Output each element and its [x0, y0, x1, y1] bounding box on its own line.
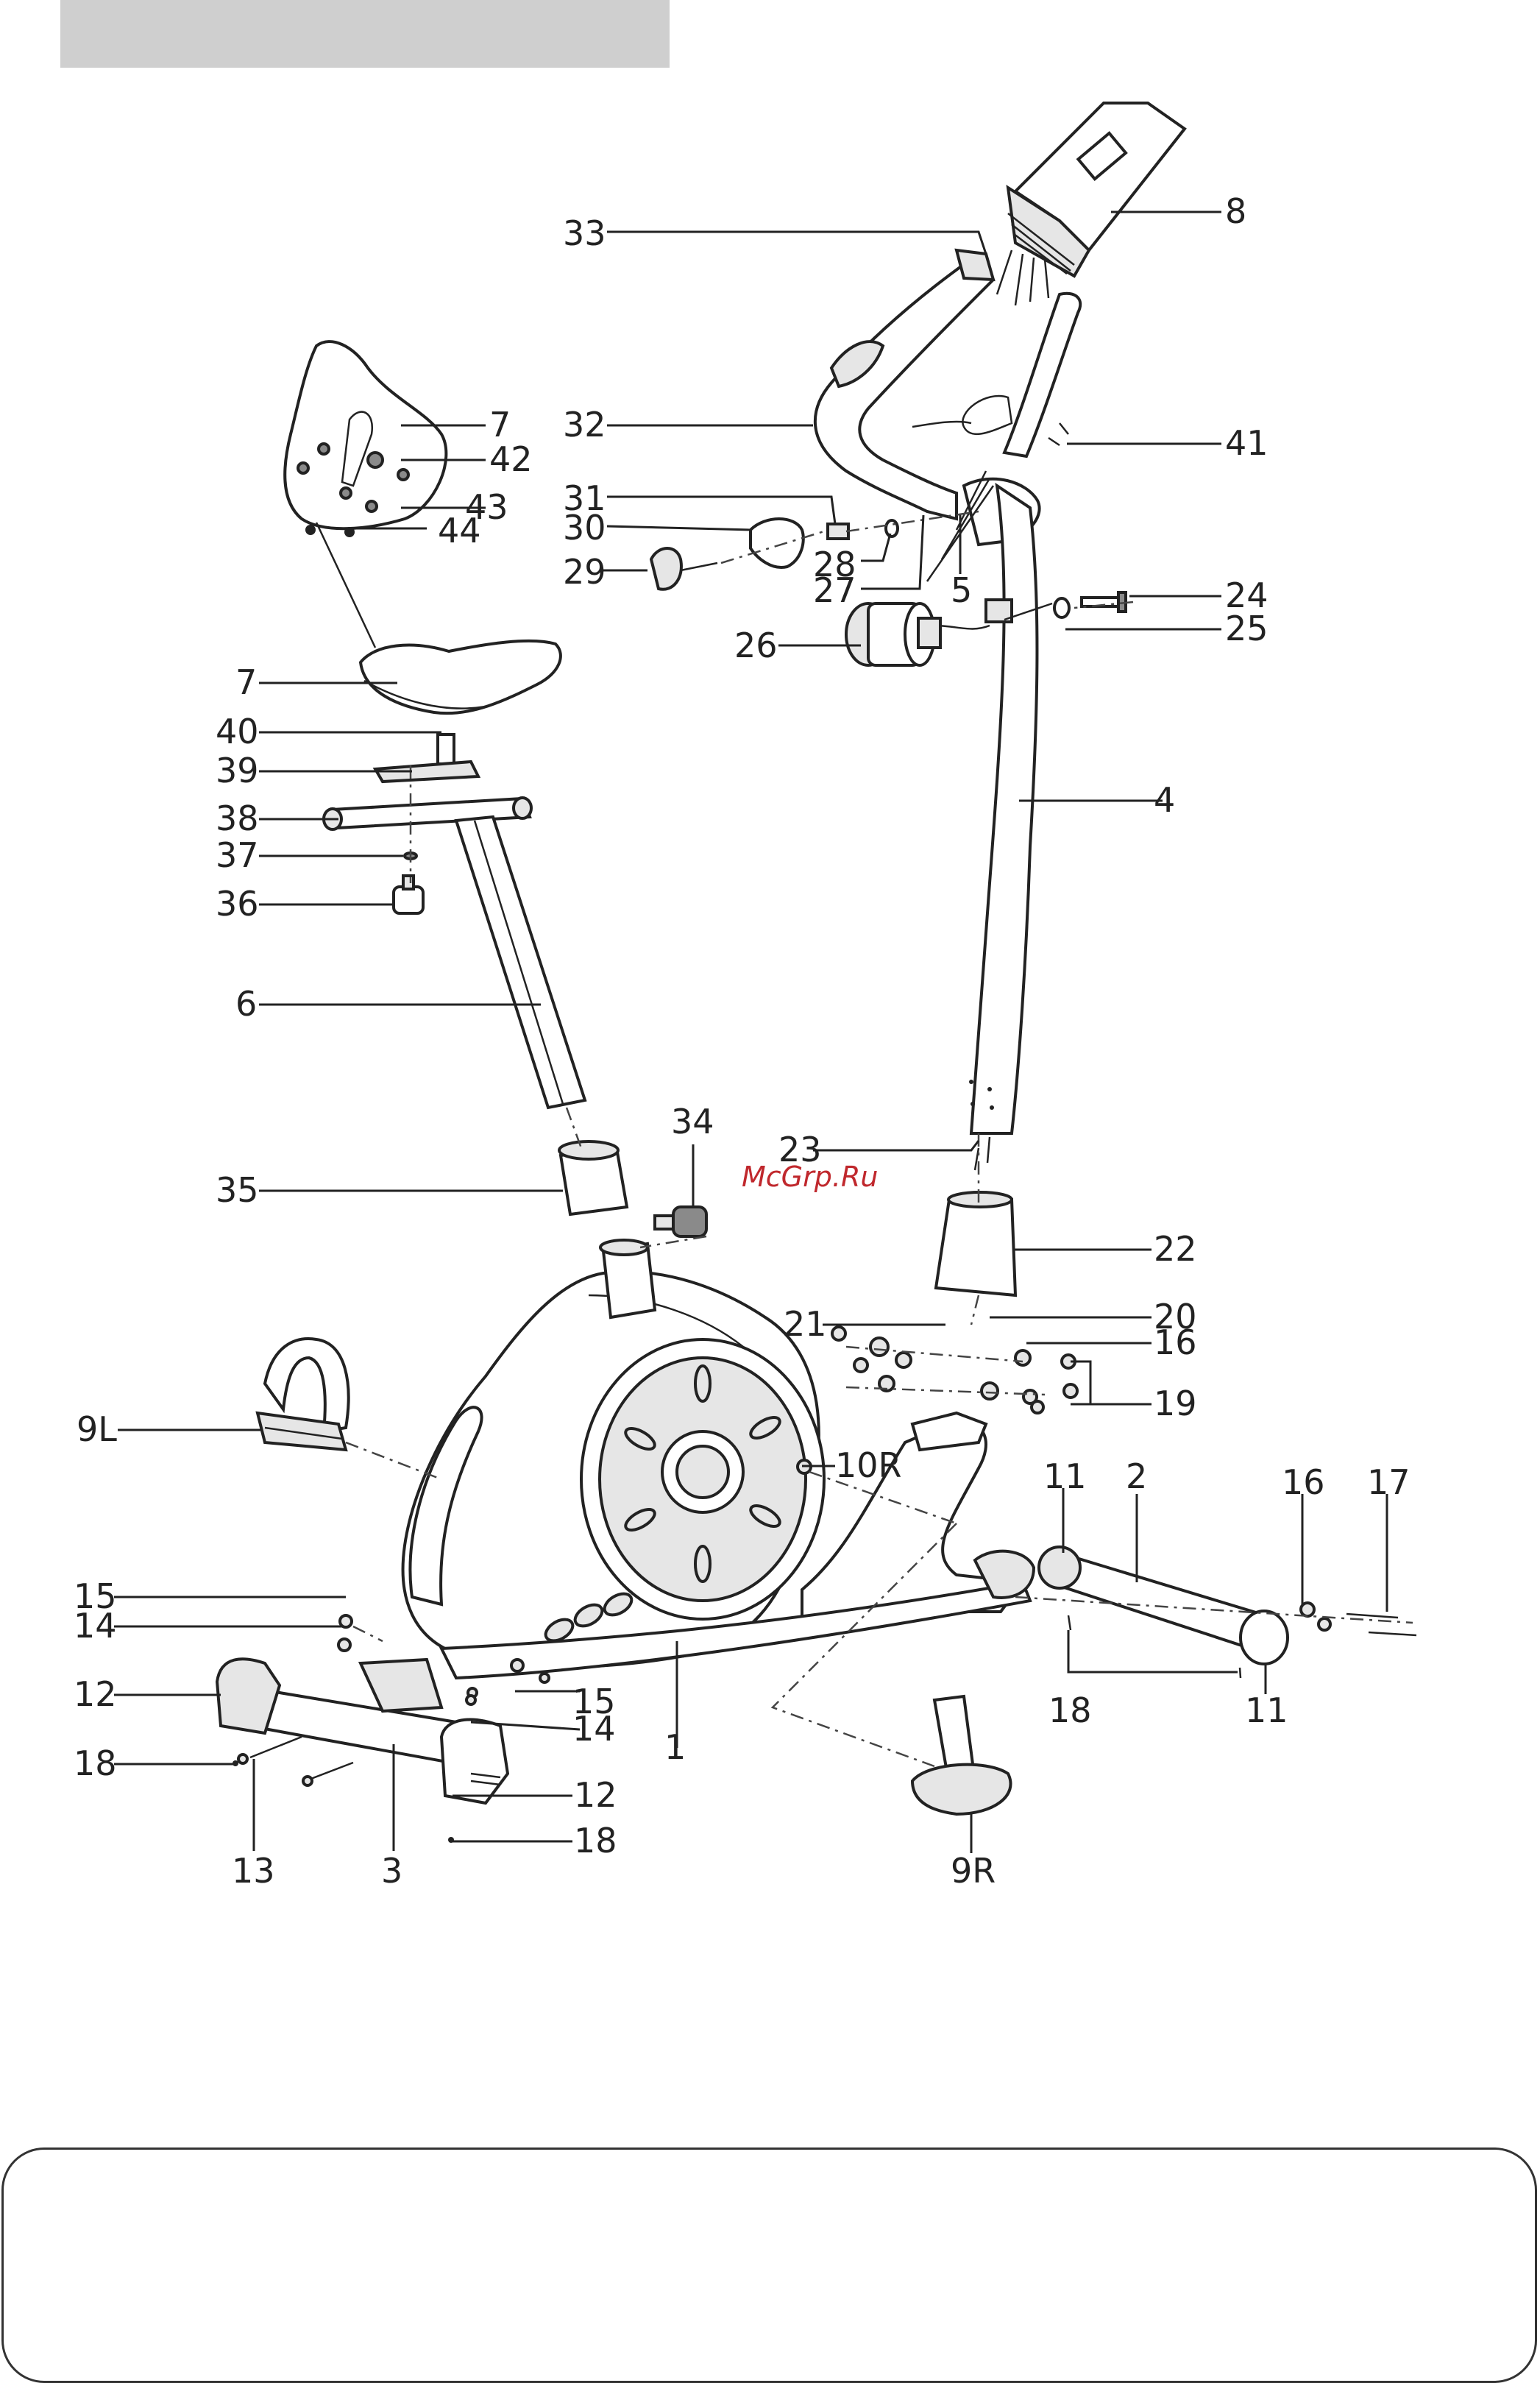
callout-11-bottom: 11 [1245, 1690, 1288, 1730]
seat-post-part [324, 798, 585, 1108]
callout-30: 30 [563, 508, 606, 548]
callout-32: 32 [563, 405, 606, 445]
callout-14-center: 14 [572, 1709, 616, 1749]
tension-knob-part [846, 603, 990, 665]
callout-19: 19 [1154, 1384, 1197, 1423]
callout-5: 5 [951, 570, 972, 610]
callout-18-right: 18 [1048, 1690, 1092, 1730]
callout-3: 3 [381, 1851, 402, 1891]
handlebar-part [815, 250, 1080, 545]
main-frame-part [403, 1240, 1034, 1697]
seat-side-part [316, 523, 561, 713]
callout-17: 17 [1367, 1462, 1411, 1502]
callout-12-left: 12 [74, 1674, 117, 1714]
callout-35: 35 [216, 1170, 259, 1210]
watermark: McGrp.Ru [742, 1161, 878, 1193]
callout-29: 29 [563, 552, 606, 592]
callout-9L: 9L [77, 1409, 117, 1449]
callout-44: 44 [438, 511, 481, 550]
upright-post-part [969, 486, 1037, 1133]
callout-9R: 9R [951, 1851, 996, 1891]
exploded-view-diagram: 33 8 7 32 42 43 44 41 31 30 28 29 27 5 2… [0, 0, 1540, 2134]
callout-16-right: 16 [1282, 1462, 1325, 1502]
callout-38: 38 [216, 799, 259, 838]
callout-4: 4 [1154, 780, 1175, 820]
callout-27: 27 [813, 570, 856, 610]
callout-7-top: 7 [489, 405, 511, 445]
callout-25: 25 [1225, 609, 1268, 648]
bottom-panel [1, 2147, 1537, 2383]
callout-10R: 10R [835, 1445, 902, 1485]
right-pedal-part [912, 1696, 1011, 1814]
callout-40: 40 [216, 712, 259, 751]
callout-12-right: 12 [574, 1775, 617, 1815]
callout-37: 37 [216, 835, 259, 875]
callout-6: 6 [235, 984, 257, 1024]
rear-stabilizer-part [1039, 1547, 1416, 1678]
callout-2: 2 [1126, 1456, 1147, 1496]
seat-knob-part [394, 765, 423, 913]
callout-18-bottom: 18 [574, 1821, 617, 1860]
callout-11-top: 11 [1043, 1456, 1087, 1496]
screws-41 [1048, 423, 1068, 445]
callout-1: 1 [664, 1727, 686, 1767]
callout-36: 36 [216, 884, 259, 924]
left-pedal-part [258, 1339, 349, 1450]
callout-42: 42 [489, 439, 533, 479]
seat-slider-part [375, 734, 478, 782]
callout-41: 41 [1225, 423, 1268, 463]
callout-16-top: 16 [1154, 1322, 1197, 1362]
callout-26: 26 [734, 626, 778, 665]
callout-18-left: 18 [74, 1743, 117, 1783]
callout-13: 13 [232, 1851, 275, 1891]
console-part [997, 103, 1185, 305]
callout-34: 34 [671, 1102, 714, 1141]
callout-8: 8 [1225, 191, 1246, 231]
callout-7-side: 7 [235, 662, 257, 702]
callout-21: 21 [784, 1304, 827, 1344]
callout-22: 22 [1154, 1229, 1197, 1269]
callout-33: 33 [563, 213, 606, 253]
seat-bushing-part [559, 1141, 706, 1236]
callout-39: 39 [216, 751, 259, 790]
callout-14-left: 14 [74, 1606, 117, 1646]
